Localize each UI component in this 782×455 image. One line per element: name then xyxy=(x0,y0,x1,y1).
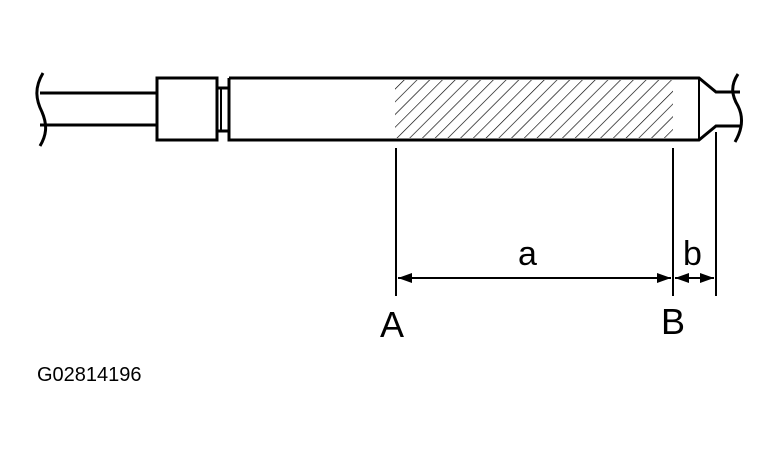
point-label-a: A xyxy=(380,304,404,345)
point-label-b: B xyxy=(661,301,685,342)
groove xyxy=(217,86,229,133)
dimension-label-b: b xyxy=(683,235,702,273)
hatched-region xyxy=(395,80,673,138)
left-break-line xyxy=(35,72,48,147)
dimension-label-a: a xyxy=(518,235,537,273)
right-break-line xyxy=(731,73,744,143)
collar xyxy=(155,76,219,142)
figure-id: G02814196 xyxy=(37,364,142,386)
